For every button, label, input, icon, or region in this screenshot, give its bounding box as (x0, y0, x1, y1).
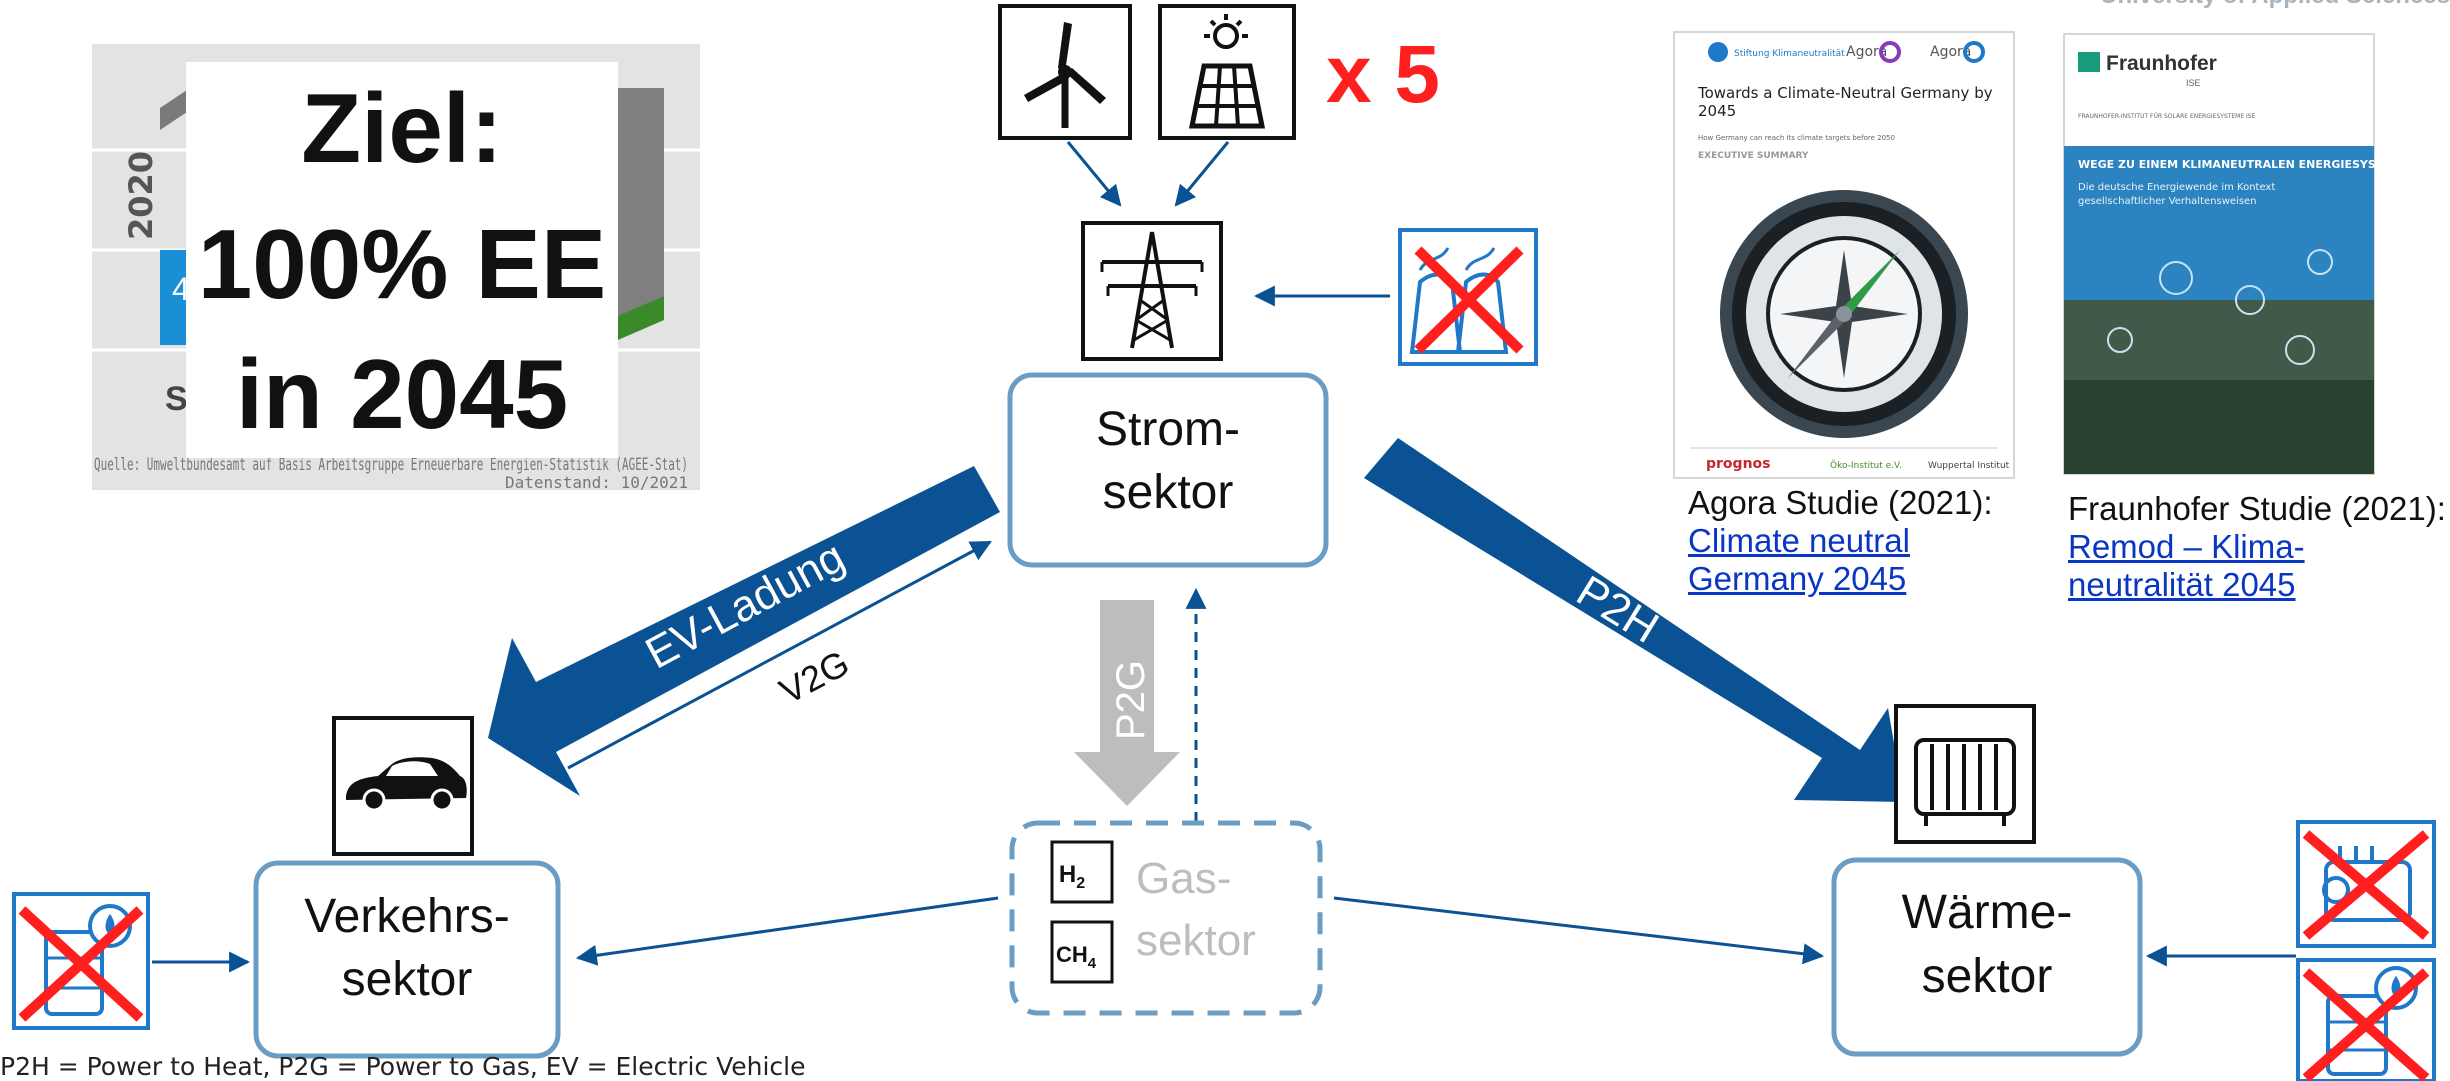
agora-caption: Agora Studie (2021): Climate neutral Ger… (1688, 484, 1993, 598)
strom-sector-line-1: Strom- (1096, 403, 1240, 456)
chart-bar-gray (618, 88, 664, 316)
fraunhofer-cover-subtitle-2: gesellschaftlicher Verhaltensweisen (2078, 196, 2257, 207)
fraunhofer-brand: Fraunhofer (2106, 52, 2217, 75)
oil-barrel-crossed-icon (12, 892, 150, 1030)
goal-line-3: in 2045 (236, 339, 568, 449)
chart-source: Quelle: Umweltbundesamt auf Basis Arbeit… (94, 455, 688, 475)
fraunhofer-study-link-1[interactable]: Remod – Klima- (2068, 528, 2305, 565)
gas-to-transport-arrow (575, 896, 999, 966)
methane-label: CH4 (1056, 942, 1097, 972)
agora-study-link-1[interactable]: Climate neutral (1688, 522, 1910, 559)
oil-tank-crossed-icon (2296, 958, 2436, 1081)
verkehr-sector-line-1: Verkehrs- (304, 890, 509, 943)
gas-sector-line-2: sektor (1136, 916, 1256, 965)
solar-panel-icon (1158, 4, 1296, 140)
footnote: P2H = Power to Heat, P2G = Power to Gas,… (0, 1052, 806, 1081)
agora-logo-2: Agora (1846, 44, 1887, 60)
waerme-sector-line-1: Wärme- (1902, 886, 2073, 939)
fraunhofer-sub: ISE (2186, 78, 2201, 88)
multiplier-label: x 5 (1326, 29, 1440, 120)
p2g-arrow: P2G (1074, 600, 1180, 806)
wind-to-grid-arrow (1066, 141, 1122, 207)
methane-box (1050, 920, 1114, 984)
car-icon (332, 716, 474, 856)
agora-footer-1: prognos (1706, 456, 1770, 472)
agora-cover-section: EXECUTIVE SUMMARY (1698, 151, 1809, 161)
compass-icon (1720, 190, 1968, 438)
radiator-icon (1894, 704, 2036, 844)
p2g-label: P2G (1109, 660, 1153, 740)
solar-to-grid-arrow (1174, 141, 1230, 207)
chart-bar-top (160, 88, 190, 130)
strom-sector-line-2: sektor (1103, 466, 1234, 519)
goal-card: Ziel: 100% EE in 2045 (186, 62, 618, 458)
agora-cover-subtitle: How Germany can reach its climate target… (1698, 134, 1895, 142)
hydrogen-label: H2 (1059, 861, 1085, 892)
goal-line-1: Ziel: (301, 73, 502, 183)
agora-footer-3: Wuppertal Institut (1928, 461, 2010, 471)
agora-cover-title: Towards a Climate-Neutral Germany by 204… (1698, 84, 1993, 120)
chart-year-label: 2020 (122, 151, 160, 240)
chart-partial-number: 4 (172, 271, 190, 307)
verkehr-sector-line-2: sektor (342, 953, 473, 1006)
wind-turbine-icon (998, 4, 1132, 140)
agora-logo-icon (1879, 41, 1901, 63)
power-pylon-icon (1081, 221, 1223, 361)
gas-sector-box: H2 CH4 Gas- sektor (1009, 820, 1323, 1016)
agora-study-cover[interactable]: Stiftung Klimaneutralität Agora Agora To… (1673, 31, 2015, 479)
agora-caption-label: Agora Studie (2021): (1688, 484, 1993, 521)
ev-charging-arrow: EV-Ladung (488, 466, 1000, 796)
strom-sector-box: Strom- sektor (1007, 372, 1329, 568)
fraunhofer-institute: FRAUNHOFER-INSTITUT FÜR SOLARE ENERGIESY… (2078, 113, 2256, 120)
agora-logo-1: Stiftung Klimaneutralität (1734, 49, 1845, 59)
stiftung-logo-icon (1708, 42, 1728, 62)
fraunhofer-caption-label: Fraunhofer Studie (2021): (2068, 490, 2446, 527)
fraunhofer-cover-title: WEGE ZU EINEM KLIMANEUTRALEN ENERGIESYST… (2078, 158, 2402, 171)
chart-bar-blue (160, 250, 190, 345)
fraunhofer-caption: Fraunhofer Studie (2021): Remod – Klima-… (2068, 490, 2446, 604)
hydrogen-box (1050, 840, 1114, 904)
agora-footer-2: Öko-Institut e.V. (1830, 460, 1902, 471)
verkehr-sector-box: Verkehrs- sektor (253, 860, 561, 1059)
gas-boiler-crossed-icon (2296, 820, 2436, 948)
waerme-sector-box: Wärme- sektor (1831, 857, 2143, 1057)
fraunhofer-study-link-2[interactable]: neutralität 2045 (2068, 566, 2296, 603)
agora-logo-3: Agora (1930, 44, 1971, 60)
waerme-sector-line-2: sektor (1922, 950, 2053, 1003)
fraunhofer-logo-icon (2078, 52, 2100, 72)
goal-line-2: 100% EE (198, 209, 607, 319)
coal-plant-crossed-icon (1398, 228, 1538, 366)
fraunhofer-study-cover[interactable]: Fraunhofer ISE FRAUNHOFER-INSTITUT FÜR S… (2063, 33, 2402, 475)
goal-card-background (186, 62, 618, 458)
chart-bar-green (618, 296, 664, 340)
v2g-arrow (567, 540, 992, 770)
agora-study-link-2[interactable]: Germany 2045 (1688, 560, 1907, 597)
institution-header: University of Applied Sciences (2010, 0, 2450, 10)
chart-date: Datenstand: 10/2021 (505, 473, 688, 492)
gas-to-heat-arrow (1333, 896, 1825, 965)
gas-sector-line-1: Gas- (1136, 854, 1231, 903)
chart-partial-letter: S (165, 380, 188, 418)
agora-logo-icon-2 (1963, 41, 1985, 63)
fraunhofer-cover-subtitle-1: Die deutsche Energiewende im Kontext (2078, 182, 2275, 193)
